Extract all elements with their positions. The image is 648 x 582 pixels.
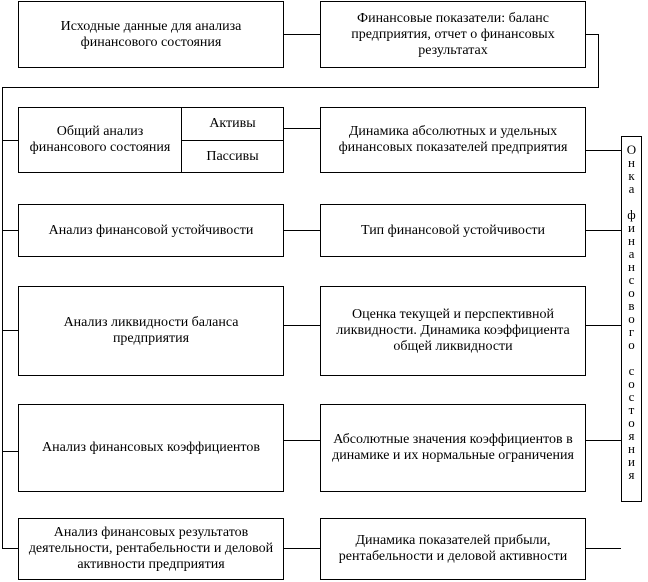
assessment-vertical-char: с (628, 363, 635, 378)
profit-dynamics-label: Динамика показателей прибыли, рентабельн… (338, 533, 568, 564)
liabilities-cell: Пассивы (182, 141, 283, 172)
assessment-vertical-char: к (628, 168, 635, 183)
connector-left-row2 (2, 230, 19, 231)
assessment-vertical-char: н (628, 441, 635, 456)
profit-dynamics-box: Динамика показателей прибыли, рентабельн… (320, 518, 586, 580)
ratios-values-label: Абсолютные значения коэффициентов в дина… (332, 432, 574, 463)
initial-data-box: Исходные данные для анализа финансового … (18, 1, 284, 68)
connector-right-down (598, 34, 599, 88)
assessment-vertical-char: и (628, 454, 635, 469)
assessment-vertical-char: н (628, 233, 635, 248)
general-analysis-label-wrap: Общий анализ финансового состояния (19, 108, 181, 172)
connector-return-horizontal (2, 87, 599, 88)
assessment-vertical-char: н (628, 155, 635, 170)
assessment-vertical-char: с (628, 389, 635, 404)
connector-mid-row3 (283, 325, 321, 326)
assessment-vertical-char: о (628, 311, 635, 326)
general-analysis-divider-horizontal (181, 140, 283, 141)
connector-right-stub (585, 34, 599, 35)
assessment-vertical-char: с (628, 272, 635, 287)
liquidity-analysis-label: Анализ ликвидности баланса предприятия (63, 315, 239, 346)
ratios-analysis-box: Анализ финансовых коэффициентов (18, 404, 284, 492)
connector-right-row4 (585, 440, 621, 441)
connector-left-row3 (2, 330, 19, 331)
assessment-vertical-char: о (628, 285, 635, 300)
connector-left-spine (2, 87, 3, 549)
general-analysis-label: Общий анализ финансового состояния (29, 124, 171, 155)
connector-left-row1 (2, 140, 19, 141)
stability-analysis-label: Анализ финансовой устойчивости (48, 222, 254, 238)
liquidity-assessment-label: Оценка текущей и перспективной ликвиднос… (336, 307, 570, 354)
assessment-vertical-char: о (628, 415, 635, 430)
assessment-vertical-char: а (628, 246, 635, 261)
assessment-vertical-char: т (628, 402, 635, 417)
connector-mid-row1 (283, 128, 321, 129)
assessment-vertical-char: о (628, 376, 635, 391)
dynamics-absolute-label: Динамика абсолютных и удельных финансовы… (338, 124, 568, 155)
assessment-vertical-char: ф (627, 207, 636, 222)
liabilities-label: Пассивы (206, 148, 259, 164)
initial-data-label: Исходные данные для анализа финансового … (60, 18, 242, 50)
assets-cell: Активы (182, 108, 283, 140)
connector-right-row2 (585, 230, 621, 231)
connector-left-row4 (2, 451, 19, 452)
assessment-vertical-char: н (628, 259, 635, 274)
connector-left-row5 (2, 548, 19, 549)
connector-mid-row5 (283, 548, 321, 549)
connector-right-row5 (585, 548, 621, 549)
dynamics-absolute-box: Динамика абсолютных и удельных финансовы… (320, 107, 586, 173)
connector-right-row3 (585, 325, 621, 326)
financial-indicators-label: Финансовые показатели: баланс предприяти… (351, 10, 555, 58)
connector-right-row1 (585, 150, 621, 151)
assessment-vertical-char: я (628, 428, 635, 443)
assessment-vertical-char: и (628, 220, 635, 235)
assessment-vertical-char: о (628, 337, 635, 352)
assessment-vertical-char: я (628, 467, 635, 482)
general-analysis-box: Общий анализ финансового состояния Актив… (18, 107, 284, 173)
connector-top-horizontal (283, 34, 321, 35)
results-analysis-label: Анализ финансовых результатов деятельнос… (28, 525, 274, 572)
stability-analysis-box: Анализ финансовой устойчивости (18, 204, 284, 257)
connector-mid-row2 (283, 230, 321, 231)
assessment-vertical-char: О (626, 142, 637, 157)
assessment-vertical-char: а (628, 181, 635, 196)
financial-indicators-box: Финансовые показатели: баланс предприяти… (320, 1, 586, 68)
liquidity-analysis-box: Анализ ликвидности баланса предприятия (18, 286, 284, 376)
assessment-vertical-char: в (628, 298, 635, 313)
liquidity-assessment-box: Оценка текущей и перспективной ликвиднос… (320, 286, 586, 376)
assessment-vertical-char: г (628, 324, 635, 339)
ratios-analysis-label: Анализ финансовых коэффициентов (42, 440, 260, 455)
connector-mid-row4 (283, 440, 321, 441)
assets-label: Активы (209, 116, 256, 131)
stability-type-box: Тип финансовой устойчивости (320, 204, 586, 257)
stability-type-label: Тип финансовой устойчивости (360, 222, 546, 238)
ratios-values-box: Абсолютные значения коэффициентов в дина… (320, 404, 586, 492)
results-analysis-box: Анализ финансовых результатов деятельнос… (18, 518, 284, 580)
